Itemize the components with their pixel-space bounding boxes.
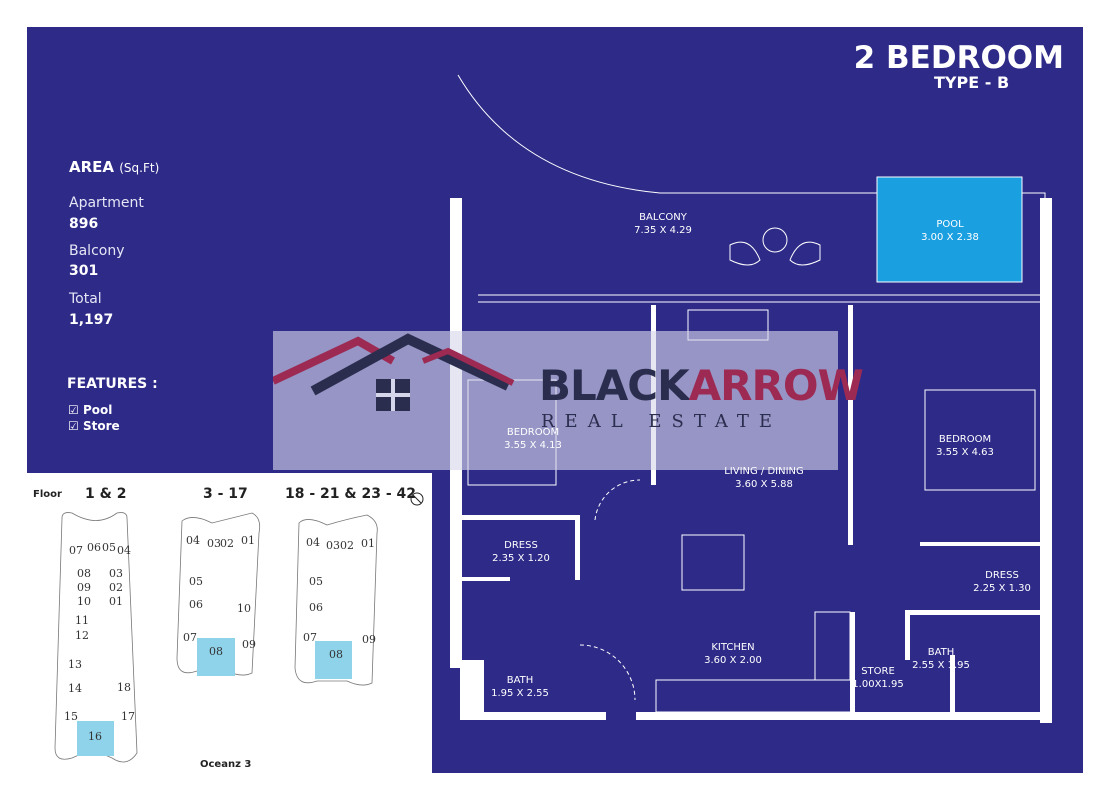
unit-number: 01	[241, 534, 255, 547]
unit-number: 03	[326, 539, 340, 552]
watermark: BLACKARROW REAL ESTATE	[273, 331, 864, 470]
unit-number: 11	[75, 614, 89, 627]
brand-arrow: ARROW	[688, 361, 864, 410]
unit-number: 04	[186, 534, 200, 547]
feature-pool-label: Pool	[82, 403, 113, 417]
plan-subtitle: TYPE - B	[934, 73, 1010, 92]
area-heading-text: AREA	[69, 158, 115, 176]
unit-number: 06	[309, 601, 323, 614]
plan-title: 2 BEDROOM	[853, 40, 1064, 76]
highlight-unit-08-b	[197, 638, 235, 676]
key-plan-drawing: Floor 1 & 2 3 - 17 18 - 21 & 23 - 42 07 0…	[33, 486, 424, 770]
apartment-value: 896	[69, 216, 99, 232]
area-heading: AREA (Sq.Ft)	[69, 158, 159, 176]
balcony-label: Balcony	[69, 243, 125, 259]
unit-number: 02	[340, 539, 354, 552]
feature-store-label: Store	[82, 419, 120, 433]
house-logo-icon	[273, 333, 515, 411]
apartment-label: Apartment	[69, 195, 144, 211]
unit-number: 04	[306, 536, 320, 549]
unit-number: 05	[102, 541, 116, 554]
unit-number: 06	[189, 598, 203, 611]
compass-icon	[410, 492, 424, 506]
unit-number: 03	[109, 567, 123, 580]
group-label-3: 18 - 21 & 23 - 42	[285, 486, 416, 502]
unit-number: 05	[309, 575, 323, 588]
unit-number: 07	[69, 544, 83, 557]
highlight-unit-16	[77, 721, 114, 756]
balcony-value: 301	[69, 263, 99, 279]
brand-name: BLACKARROW	[539, 361, 864, 410]
features-heading: FEATURES :	[67, 376, 158, 392]
unit-number: 17	[121, 710, 135, 723]
unit-number: 08	[209, 645, 223, 658]
unit-number: 14	[68, 682, 82, 695]
unit-number: 02	[109, 581, 123, 594]
unit-number: 07	[303, 631, 317, 644]
area-unit: (Sq.Ft)	[119, 161, 160, 175]
unit-number: 10	[77, 595, 91, 608]
building-outlines	[54, 512, 378, 763]
unit-number: 03	[207, 537, 221, 550]
unit-number: 13	[68, 658, 82, 671]
unit-number: 18	[117, 681, 131, 694]
unit-number: 12	[75, 629, 89, 642]
floor-label: Floor	[33, 489, 62, 500]
unit-number: 04	[117, 544, 131, 557]
highlight-unit-08-c	[315, 641, 352, 679]
total-value: 1,197	[69, 312, 114, 328]
unit-number: 06	[87, 541, 101, 554]
unit-number: 16	[88, 730, 102, 743]
unit-number: 05	[189, 575, 203, 588]
unit-number: 09	[77, 581, 91, 594]
furniture	[467, 227, 1036, 713]
feature-store: ☑ Store	[68, 419, 120, 433]
total-label: Total	[69, 291, 102, 307]
brand-tagline: REAL ESTATE	[541, 411, 783, 432]
balcony-outline	[457, 74, 1046, 303]
building-name: Oceanz 3	[200, 759, 251, 770]
unit-number: 09	[362, 633, 376, 646]
unit-number: 08	[329, 648, 343, 661]
unit-number: 09	[242, 638, 256, 651]
unit-number: 15	[64, 710, 78, 723]
unit-number: 08	[77, 567, 91, 580]
pool	[876, 176, 1023, 283]
group-label-1: 1 & 2	[85, 486, 126, 502]
key-plan: Floor 1 & 2 3 - 17 18 - 21 & 23 - 42 07 0…	[27, 473, 432, 775]
unit-number: 10	[237, 602, 251, 615]
unit-number: 01	[361, 537, 375, 550]
group-label-2: 3 - 17	[203, 486, 248, 502]
unit-number: 07	[183, 631, 197, 644]
checkbox-icon: ☑	[68, 419, 79, 433]
brand-black: BLACK	[539, 361, 690, 410]
unit-number: 01	[109, 595, 123, 608]
feature-pool: ☑ Pool	[68, 403, 112, 417]
checkbox-icon: ☑	[68, 403, 79, 417]
unit-number: 02	[220, 537, 234, 550]
